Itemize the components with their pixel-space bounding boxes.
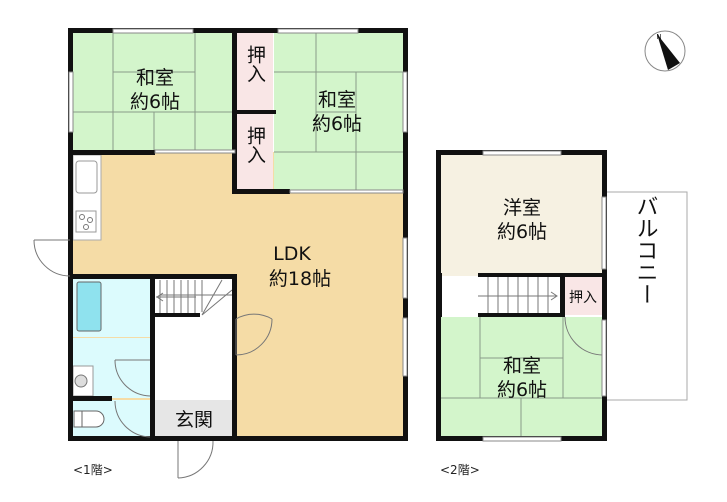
room-oshiire-2f [564, 277, 603, 315]
doors-1f[interactable] [33, 239, 273, 479]
kitchen-counter [72, 154, 102, 241]
washitsu-a-name: 和室 [136, 67, 174, 89]
genkan-name: 玄関 [175, 409, 213, 431]
toilet-door-icon [114, 400, 151, 438]
washroom-door-icon [114, 359, 151, 397]
washitsu-2f-door-icon[interactable] [564, 316, 604, 356]
room-balcony [605, 191, 688, 401]
room-genkan [155, 400, 234, 437]
stairs-2f [478, 277, 560, 315]
north-arrow-icon: N [644, 30, 686, 72]
washitsu-2f-size: 約6帖 [497, 379, 547, 401]
oshiire-a-name: 押入 [244, 45, 266, 83]
balcony-name: バルコニー [633, 195, 658, 305]
ldk-name: LDK [273, 243, 311, 265]
floor-1: 和室 約6帖 和室 約6帖 押入 押入 LDK 約18帖 玄関 <1階> [33, 28, 408, 479]
room-washitsu-b [274, 32, 404, 193]
ldk-door-icon [235, 313, 273, 356]
floor-1-label: <1階> [73, 462, 113, 477]
bathtub-icon [76, 281, 102, 332]
yoshitsu-size: 約6帖 [497, 221, 547, 243]
entrance-door-icon [177, 440, 214, 479]
sink-icon [75, 160, 98, 194]
washitsu-a-size: 約6帖 [130, 91, 180, 113]
windows-2f [482, 150, 607, 442]
windows-1f [68, 28, 408, 377]
stairs-1f [156, 279, 233, 316]
ldk-size: 約18帖 [269, 268, 331, 290]
room-oshiire-a [236, 32, 273, 110]
washbasin-icon [74, 374, 88, 388]
stove-icon [75, 210, 97, 233]
oshiire-b-name: 押入 [244, 126, 266, 164]
floor-2: 洋室 約6帖 押入 和室 約6帖 バルコニー <2階> [436, 150, 688, 477]
washitsu-2f-name: 和室 [503, 355, 541, 377]
toilet-icon [73, 410, 105, 428]
room-yoshitsu [440, 154, 604, 276]
walls-1f [68, 28, 408, 441]
hallway-2f [440, 276, 478, 316]
kitchen-door-icon [33, 239, 71, 277]
washitsu-b-name: 和室 [318, 89, 356, 111]
floor-2-label: <2階> [440, 462, 480, 477]
room-washitsu-2f [440, 317, 604, 439]
room-oshiire-b [236, 114, 273, 191]
oshiire-2f-name: 押入 [569, 290, 597, 306]
yoshitsu-name: 洋室 [503, 197, 541, 219]
washitsu-b-size: 約6帖 [312, 113, 362, 135]
compass-label: N [656, 33, 661, 41]
room-washitsu-a [72, 32, 235, 153]
